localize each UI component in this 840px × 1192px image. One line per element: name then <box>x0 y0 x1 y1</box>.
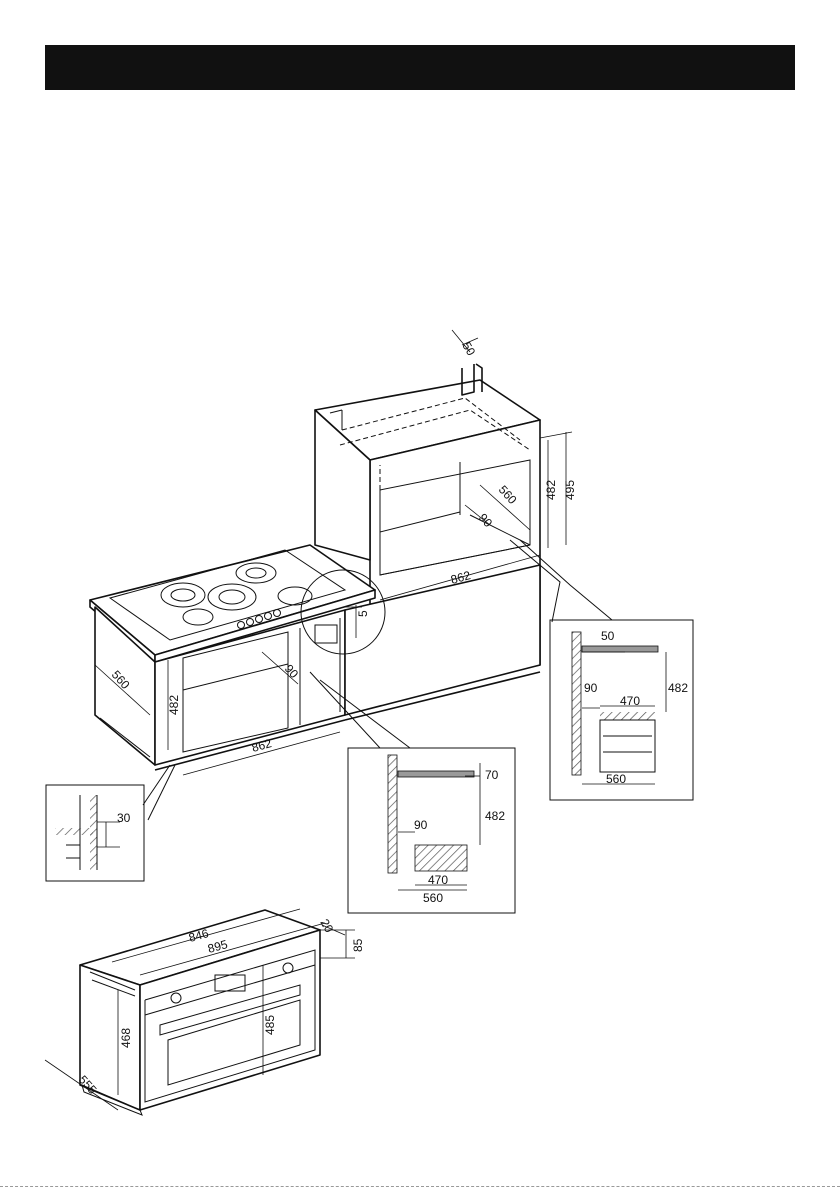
dim-detail-upper-90: 90 <box>584 681 598 695</box>
dim-detail-upper-50: 50 <box>601 629 615 643</box>
dim-lower-5: 5 <box>356 610 370 617</box>
dim-detail-upper-482: 482 <box>668 681 688 695</box>
dim-detail-lower-70: 70 <box>485 768 499 782</box>
dim-detail-lower-482: 482 <box>485 809 505 823</box>
dim-upper-482: 482 <box>544 480 558 500</box>
detail-side-section <box>46 785 144 881</box>
dim-detail-upper-560: 560 <box>606 772 626 786</box>
leader-side-2 <box>148 765 175 820</box>
dim-upper-495: 495 <box>563 480 577 500</box>
dim-detail-lower-90: 90 <box>414 818 428 832</box>
dim-detail-lower-470: 470 <box>428 873 448 887</box>
dim-oven-485: 485 <box>263 1015 277 1035</box>
dim-oven-85: 85 <box>351 938 365 952</box>
dim-detail-side-30: 30 <box>117 811 131 825</box>
dim-oven-468: 468 <box>119 1028 133 1048</box>
leader-side <box>143 765 170 805</box>
dim-detail-lower-560: 560 <box>423 891 443 905</box>
bottom-dashed-rule <box>0 1186 840 1187</box>
dim-detail-upper-470: 470 <box>620 694 640 708</box>
dim-lower-482: 482 <box>167 695 181 715</box>
